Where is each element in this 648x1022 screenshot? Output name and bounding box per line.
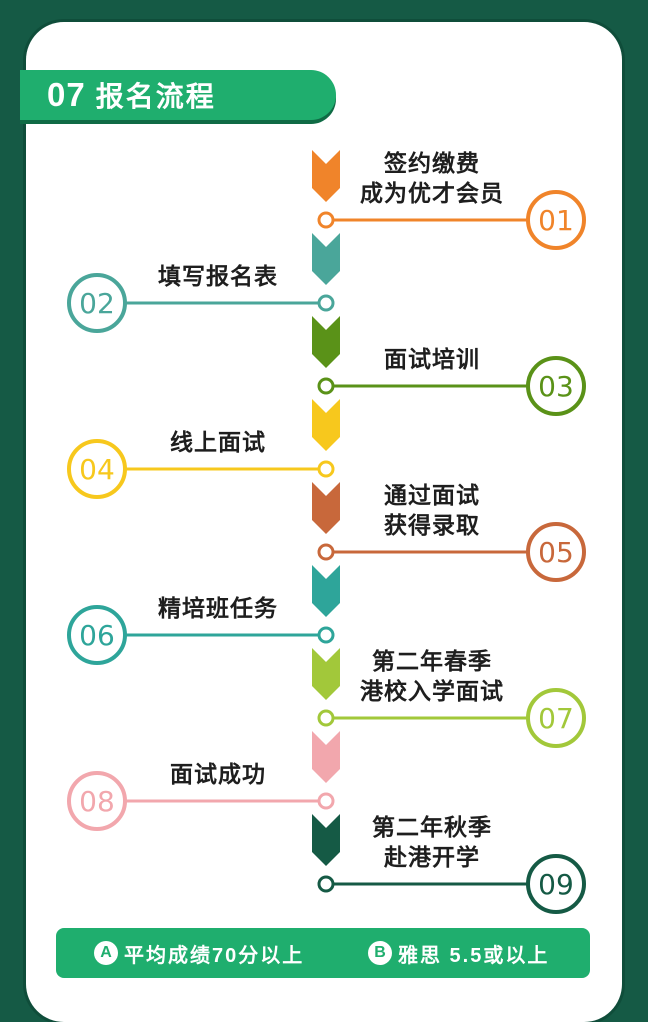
step-05-node [317,543,335,561]
step-05-label-line: 通过面试 [384,482,480,508]
requirement-b-icon: B [368,941,392,965]
step-02-label: 填写报名表 [118,261,318,291]
requirement-b-text: 雅思 5.5或以上 [398,944,550,967]
step-04-label-line: 线上面试 [170,429,266,455]
step-01-label: 签约缴费成为优才会员 [332,148,532,208]
step-02-chevron [312,233,340,285]
step-05-badge: 05 [526,522,586,582]
step-08-label-line: 面试成功 [170,761,266,787]
step-06-chevron [312,565,340,617]
step-01-node [317,211,335,229]
step-06-label-line: 精培班任务 [158,595,278,621]
step-07-label-line: 第二年春季 [372,648,492,674]
step-05-label-line: 获得录取 [384,512,480,538]
step-09-chevron [312,814,340,866]
process-flow [126,150,528,893]
step-02-label-line: 填写报名表 [158,263,278,289]
requirement-b: B 雅思 5.5或以上 [368,928,549,978]
step-08-badge: 08 [67,771,127,831]
step-01-chevron [312,150,340,202]
step-07-node [317,709,335,727]
step-06-badge: 06 [67,605,127,665]
step-08-chevron [312,731,340,783]
requirement-a-text: 平均成绩70分以上 [124,944,305,967]
step-05-label: 通过面试获得录取 [332,480,532,540]
step-04-node [317,460,335,478]
step-03-node [317,377,335,395]
requirement-a-icon: A [94,941,118,965]
requirements-bar: A 平均成绩70分以上 B 雅思 5.5或以上 [56,928,590,978]
section-header: 07 报名流程 [20,70,336,120]
step-03-badge: 03 [526,356,586,416]
step-07-chevron [312,648,340,700]
step-07-badge: 07 [526,688,586,748]
step-06-node [317,626,335,644]
section-title: 报名流程 [95,81,216,112]
step-06-label: 精培班任务 [118,593,318,623]
step-08-label: 面试成功 [118,759,318,789]
step-02-badge: 02 [67,273,127,333]
requirement-a: A 平均成绩70分以上 [94,928,304,978]
step-03-chevron [312,316,340,368]
step-01-label-line: 签约缴费 [384,150,480,176]
step-09-node [317,875,335,893]
step-04-badge: 04 [67,439,127,499]
step-07-label-line: 港校入学面试 [360,678,504,704]
step-03-label-line: 面试培训 [384,346,480,372]
step-01-badge: 01 [526,190,586,250]
step-09-badge: 09 [526,854,586,914]
step-07-label: 第二年春季港校入学面试 [332,646,532,706]
step-03-label: 面试培训 [332,344,532,374]
step-01-label-line: 成为优才会员 [360,180,504,206]
step-02-node [317,294,335,312]
step-09-label-line: 第二年秋季 [372,814,492,840]
step-05-chevron [312,482,340,534]
step-09-label: 第二年秋季赴港开学 [332,812,532,872]
section-number: 07 [47,76,86,113]
step-04-label: 线上面试 [118,427,318,457]
step-09-label-line: 赴港开学 [384,844,480,870]
step-04-chevron [312,399,340,451]
step-08-node [317,792,335,810]
